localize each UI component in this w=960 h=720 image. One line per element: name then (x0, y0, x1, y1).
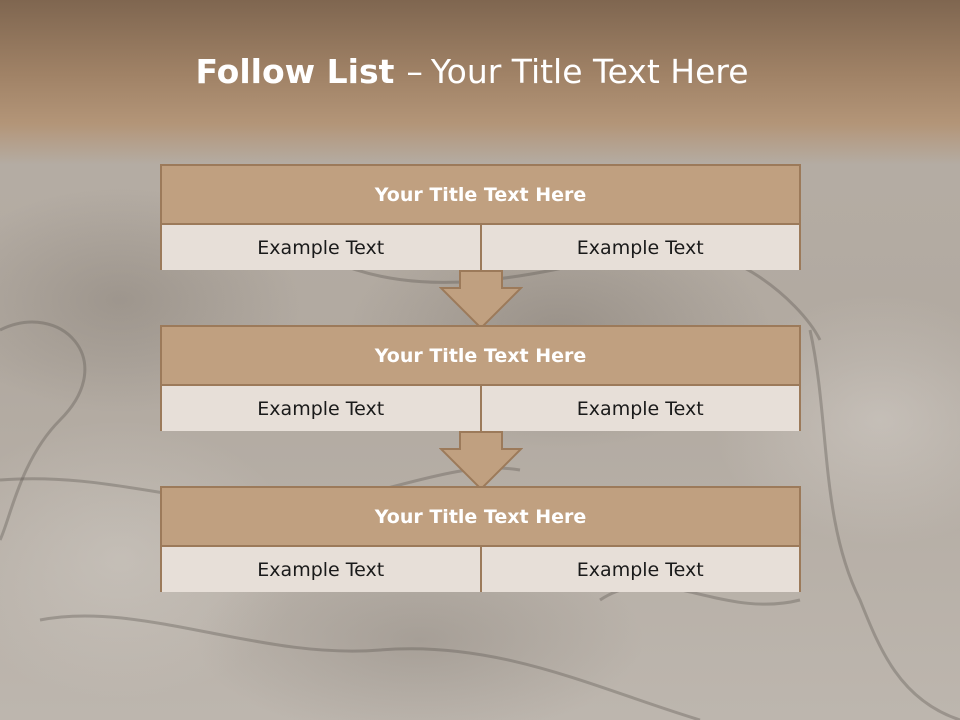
slide-title: Follow List–Your Title Text Here (0, 52, 944, 91)
step-block-cell-left: Example Text (162, 547, 480, 592)
slide-title-bold: Follow List (195, 52, 395, 91)
step-block-cell-right: Example Text (479, 547, 799, 592)
step-block-row: Example Text Example Text (162, 225, 799, 270)
step-block-title: Your Title Text Here (162, 488, 799, 547)
step-block-cell-left: Example Text (162, 386, 480, 431)
slide-title-separator: – (406, 52, 423, 91)
step-block-2: Your Title Text Here Example Text Exampl… (160, 325, 801, 431)
down-arrow-icon (439, 431, 523, 491)
step-block-title: Your Title Text Here (162, 327, 799, 386)
step-block-1: Your Title Text Here Example Text Exampl… (160, 164, 801, 270)
step-block-title: Your Title Text Here (162, 166, 799, 225)
step-block-cell-right: Example Text (479, 225, 799, 270)
step-block-3: Your Title Text Here Example Text Exampl… (160, 486, 801, 592)
step-block-row: Example Text Example Text (162, 386, 799, 431)
header-band (0, 0, 960, 165)
step-block-row: Example Text Example Text (162, 547, 799, 592)
slide-title-rest: Your Title Text Here (430, 52, 749, 91)
step-block-cell-right: Example Text (479, 386, 799, 431)
down-arrow-icon (439, 270, 523, 330)
step-block-cell-left: Example Text (162, 225, 480, 270)
